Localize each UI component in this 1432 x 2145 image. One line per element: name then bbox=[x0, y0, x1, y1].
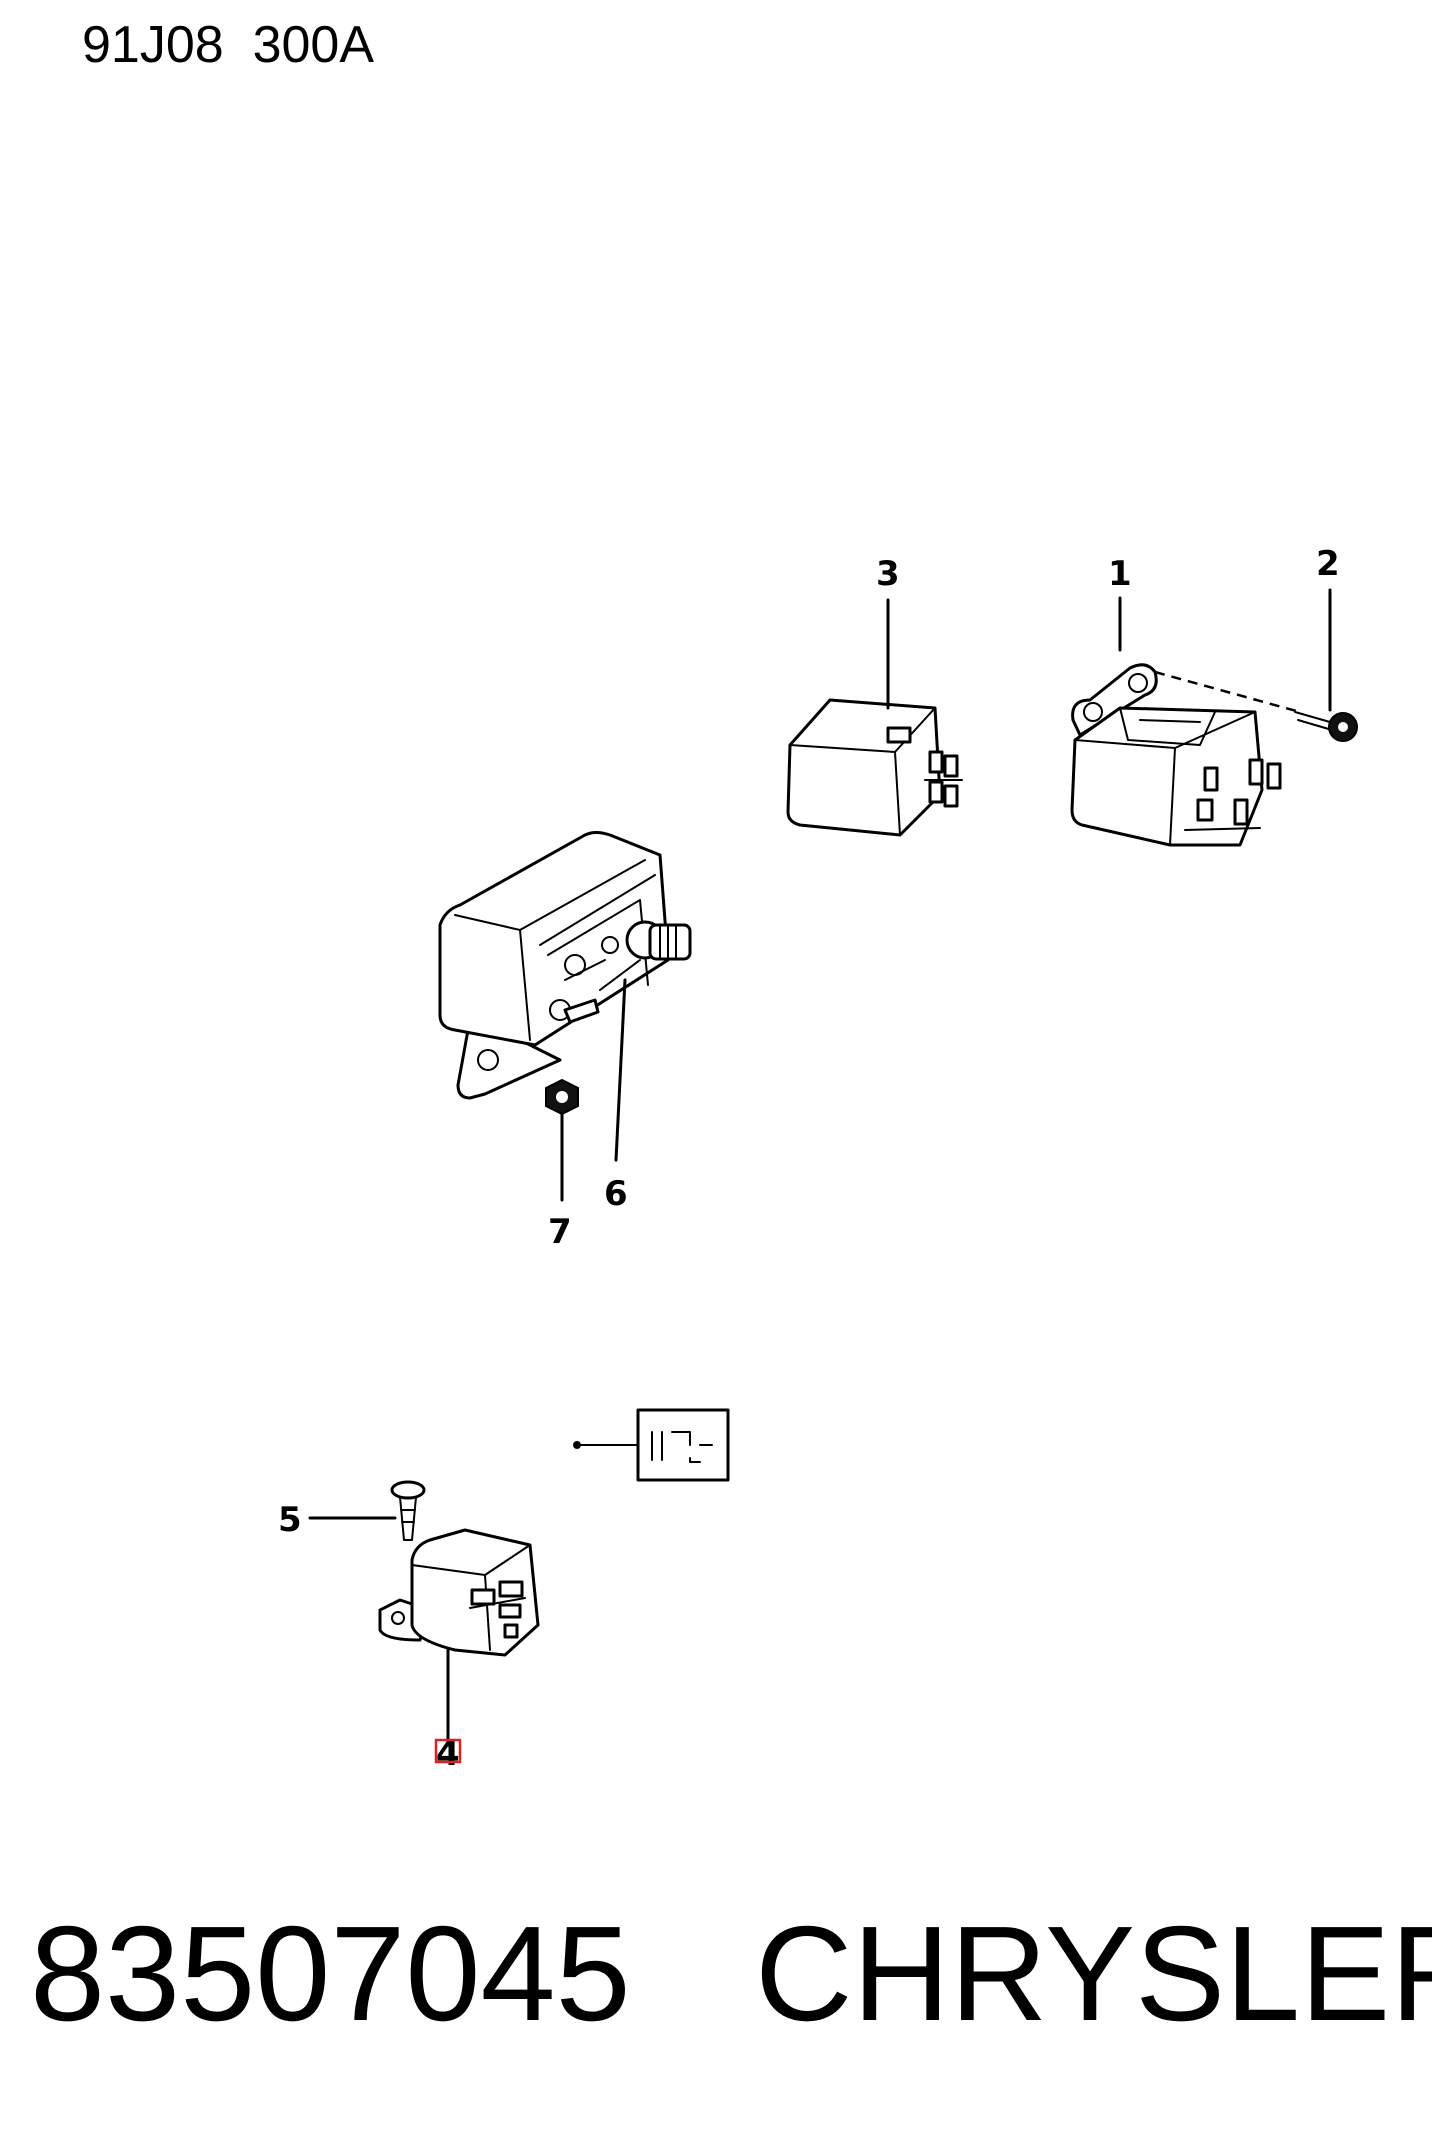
part-7-nut[interactable] bbox=[545, 1078, 579, 1116]
part-6-circuit-breaker[interactable] bbox=[438, 831, 692, 1100]
leader-6 bbox=[614, 978, 627, 1162]
part-4-relay[interactable] bbox=[378, 1528, 540, 1657]
callout-5: 5 bbox=[278, 1500, 302, 1540]
part-number: 83507045 bbox=[30, 1898, 631, 2049]
part-2-screw[interactable] bbox=[1294, 711, 1358, 742]
callout-2: 2 bbox=[1316, 544, 1340, 584]
relay-symbol-box bbox=[573, 1408, 730, 1482]
diagram-code: 91J08 300A bbox=[82, 16, 374, 74]
callout-6: 6 bbox=[604, 1174, 628, 1214]
callout-7: 7 bbox=[548, 1212, 572, 1252]
callout-4-highlight bbox=[434, 1738, 462, 1764]
callout-3: 3 bbox=[876, 554, 900, 594]
part-5-screw[interactable] bbox=[390, 1480, 426, 1541]
brand-name: CHRYSLER bbox=[755, 1898, 1432, 2049]
callout-4: 4 bbox=[436, 1734, 460, 1774]
part-1-relay-bracket[interactable] bbox=[1070, 663, 1301, 847]
callout-1: 1 bbox=[1108, 554, 1132, 594]
part-3-relay[interactable] bbox=[786, 698, 963, 837]
